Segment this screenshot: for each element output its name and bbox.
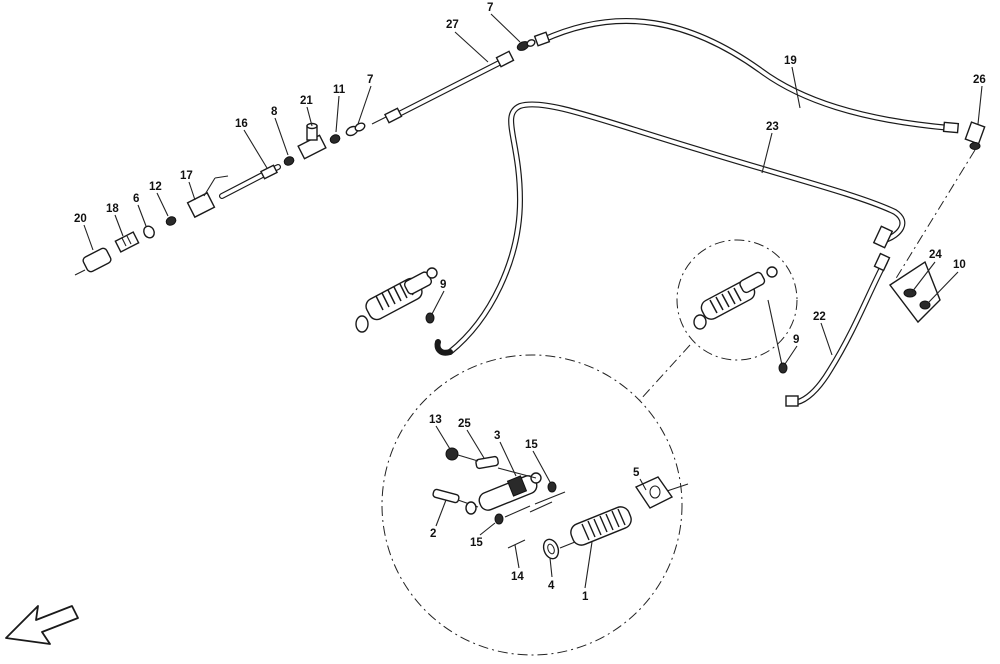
callout-3: 3	[494, 430, 500, 442]
callout-22: 22	[813, 311, 826, 323]
fitting-7-top	[516, 39, 536, 51]
front-direction-arrow-icon	[5, 605, 79, 645]
cylinder-body-3	[478, 467, 542, 511]
callout-8: 8	[271, 106, 278, 118]
callout-11: 11	[333, 84, 346, 96]
plate-5	[634, 476, 674, 509]
detail-leader	[639, 344, 691, 401]
pin-25	[457, 454, 499, 470]
washer-11	[329, 134, 341, 144]
washer-15-b	[494, 513, 504, 525]
nipple-18	[114, 231, 140, 253]
callout-1: 1	[582, 591, 589, 603]
callout-9-right: 9	[793, 334, 799, 346]
cap-20	[82, 247, 112, 273]
callout-14: 14	[511, 571, 524, 583]
callout-23: 23	[766, 121, 779, 133]
hose-22	[785, 252, 891, 407]
fitting-26	[964, 121, 986, 150]
callout-labels: 27 7 19 26 21 11 7 8 16 23 17 12 6 18 20…	[74, 2, 986, 603]
callout-16: 16	[235, 118, 248, 130]
callout-7-middle: 7	[367, 74, 373, 86]
callout-27: 27	[446, 19, 459, 31]
pedal-rubber-1	[559, 483, 689, 549]
ring-6	[143, 225, 155, 239]
callout-17: 17	[180, 170, 193, 182]
detail-circle-small	[676, 239, 798, 374]
callout-15-bottom: 15	[470, 537, 483, 549]
fitting-7-middle	[345, 122, 366, 137]
detail-circle-large	[381, 354, 689, 656]
cylinder-left	[355, 267, 438, 333]
pins-14	[504, 491, 566, 549]
pipe-16	[219, 164, 281, 199]
callout-2: 2	[430, 528, 436, 540]
washer-8	[283, 156, 295, 166]
callout-21: 21	[300, 95, 313, 107]
callout-5: 5	[633, 467, 640, 479]
callout-10: 10	[953, 259, 966, 271]
callout-9-left: 9	[440, 279, 446, 291]
washer-15-a	[547, 481, 557, 493]
callout-13: 13	[429, 414, 442, 426]
hose-23	[434, 101, 906, 356]
callout-20: 20	[74, 213, 87, 225]
callout-18: 18	[106, 203, 119, 215]
callout-6: 6	[133, 193, 139, 205]
nut-13	[445, 447, 459, 461]
callout-25: 25	[458, 418, 471, 430]
callout-19: 19	[784, 55, 797, 67]
callout-7-top: 7	[487, 2, 493, 14]
bracket-24	[888, 149, 976, 324]
callout-26: 26	[973, 74, 986, 86]
callout-24: 24	[929, 249, 942, 261]
tee-fitting-21	[297, 122, 327, 160]
callout-4: 4	[548, 580, 555, 592]
valve-17	[186, 175, 229, 219]
hose-27	[371, 50, 515, 125]
cylinder-end	[465, 501, 477, 515]
callout-12: 12	[149, 181, 162, 193]
hose-19	[533, 17, 960, 134]
leader-lines	[83, 13, 983, 589]
washer-12	[165, 216, 177, 226]
ring-4	[542, 538, 560, 560]
callout-15-top: 15	[525, 439, 538, 451]
